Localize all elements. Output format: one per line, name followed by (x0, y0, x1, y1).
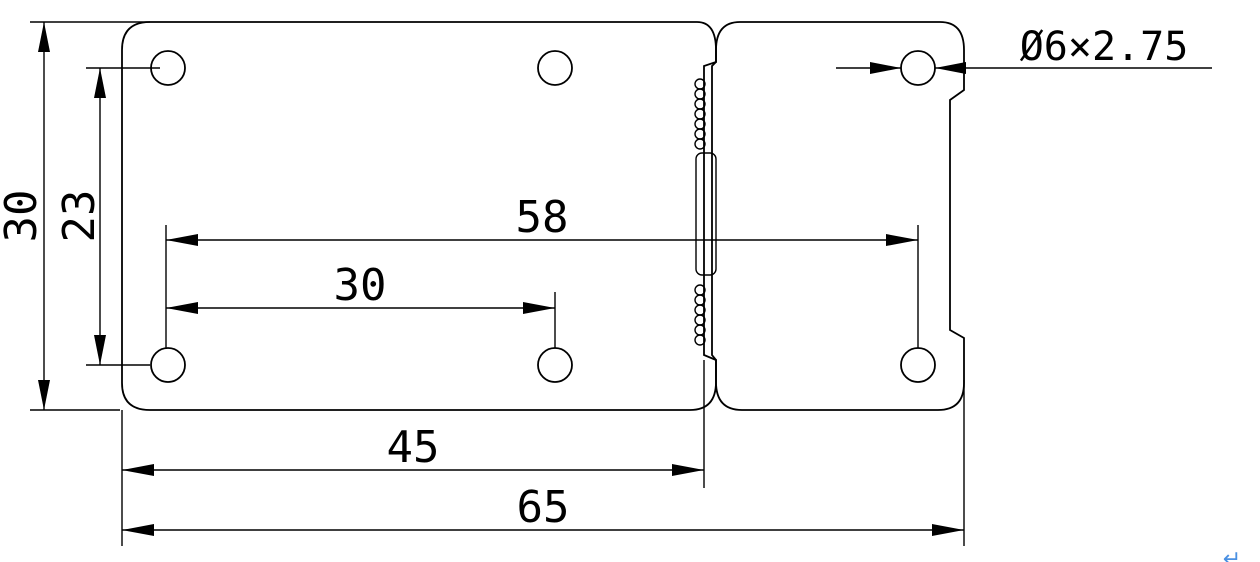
mounting-hole-bottom-right (900, 347, 936, 383)
hole-spec-leader: Ø6×2.75 (836, 24, 1212, 74)
dim-board-width-45: 45 (121, 360, 705, 546)
dim-hole-spacing-30: 30 (166, 260, 556, 348)
dim-total-width-65-label: 65 (517, 482, 570, 533)
main-board-outline (121, 21, 717, 411)
perforation-top (694, 78, 706, 150)
return-mark-icon: ↵ (1223, 547, 1241, 562)
dim-hole-spacing-58-label: 58 (516, 192, 569, 243)
mounting-hole-top-right (900, 50, 936, 86)
hole-spec-label: Ø6×2.75 (1020, 24, 1189, 70)
perforation-bottom (694, 284, 706, 346)
dim-hole-spacing-58: 58 (165, 192, 919, 348)
dim-height-30-label: 30 (0, 190, 47, 243)
mounting-hole-bottom-middle (537, 347, 573, 383)
mounting-hole-bottom-left (150, 347, 186, 383)
dim-board-width-45-label: 45 (387, 422, 440, 473)
center-slot (695, 152, 717, 276)
dim-hole-spacing-23: 23 (54, 67, 160, 366)
dim-hole-spacing-30-label: 30 (334, 260, 387, 311)
dim-hole-spacing-23-label: 23 (54, 190, 105, 243)
mounting-hole-top-middle (537, 50, 573, 86)
dim-total-width-65: 65 (122, 380, 965, 546)
dim-height-30: 30 (0, 21, 150, 411)
side-board-outline (711, 21, 965, 411)
